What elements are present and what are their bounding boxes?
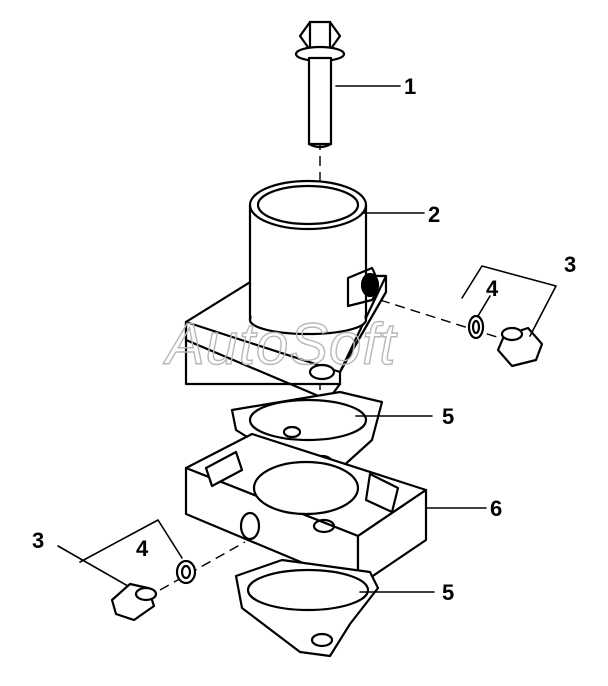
plug-icon	[496, 326, 544, 368]
washer-icon	[467, 314, 485, 340]
callout-4-right: 4	[486, 276, 499, 301]
callout-3-left: 3	[32, 528, 44, 553]
callout-1: 1	[404, 74, 416, 99]
callout-4-left: 4	[136, 536, 149, 561]
spacer-block-icon	[184, 432, 428, 588]
plug-icon	[110, 582, 158, 622]
leader-4-right	[477, 295, 491, 317]
callout-5-lower: 5	[442, 580, 454, 605]
gasket-icon	[234, 558, 380, 658]
leader-4-left	[79, 519, 183, 563]
callout-2: 2	[428, 202, 440, 227]
leader-3-left	[57, 545, 129, 587]
watermark-text: AutoSoft	[163, 312, 398, 377]
callout-5-upper: 5	[442, 404, 454, 429]
callout-3-right: 3	[564, 252, 576, 277]
plug-axis-left	[159, 541, 246, 591]
leader-3-right	[461, 265, 557, 337]
callout-6: 6	[490, 496, 502, 521]
washer-icon	[175, 559, 197, 585]
leader-lines	[57, 85, 557, 593]
bolt-icon	[294, 20, 346, 149]
